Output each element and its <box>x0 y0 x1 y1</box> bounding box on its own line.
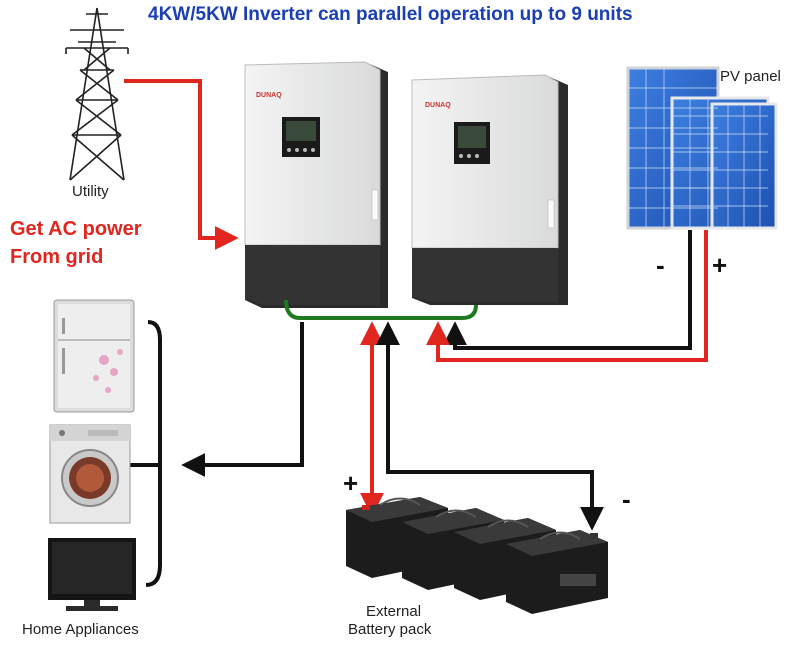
utility-tower-icon <box>65 7 129 181</box>
inverter-brand-label: DUNAQ <box>256 92 282 99</box>
battery-label-line2: Battery pack <box>348 621 432 638</box>
inverter-unit-icon <box>411 74 568 305</box>
pv-panel-label: PV panel <box>720 68 781 85</box>
television-icon <box>48 538 136 611</box>
pv-panel-icon <box>626 66 778 230</box>
pv-plus-sign: + <box>712 250 728 280</box>
inverter-unit-icon <box>244 61 388 308</box>
pv-minus-sign: - <box>656 250 665 280</box>
inverter-brand-label: DUNAQ <box>425 102 451 109</box>
battery-label-line1: External <box>366 603 422 620</box>
ac-output-wire <box>181 322 304 477</box>
battery-plus-sign: + <box>343 468 359 498</box>
battery-negative-wire <box>376 321 604 531</box>
utility-label: Utility <box>72 183 109 200</box>
battery-minus-sign: - <box>622 484 631 514</box>
ac-power-label-line2: From grid <box>10 246 104 268</box>
battery-icon <box>506 530 608 614</box>
parallel-bus <box>284 299 478 320</box>
refrigerator-icon <box>53 299 135 413</box>
ac-input-wire <box>124 79 239 250</box>
washing-machine-icon <box>49 424 131 524</box>
ac-power-label-line1: Get AC power <box>10 218 142 240</box>
home-appliances-label: Home Appliances <box>22 621 139 638</box>
diagram-title: 4KW/5KW Inverter can parallel operation … <box>148 4 633 25</box>
appliance-bracket <box>145 320 162 587</box>
